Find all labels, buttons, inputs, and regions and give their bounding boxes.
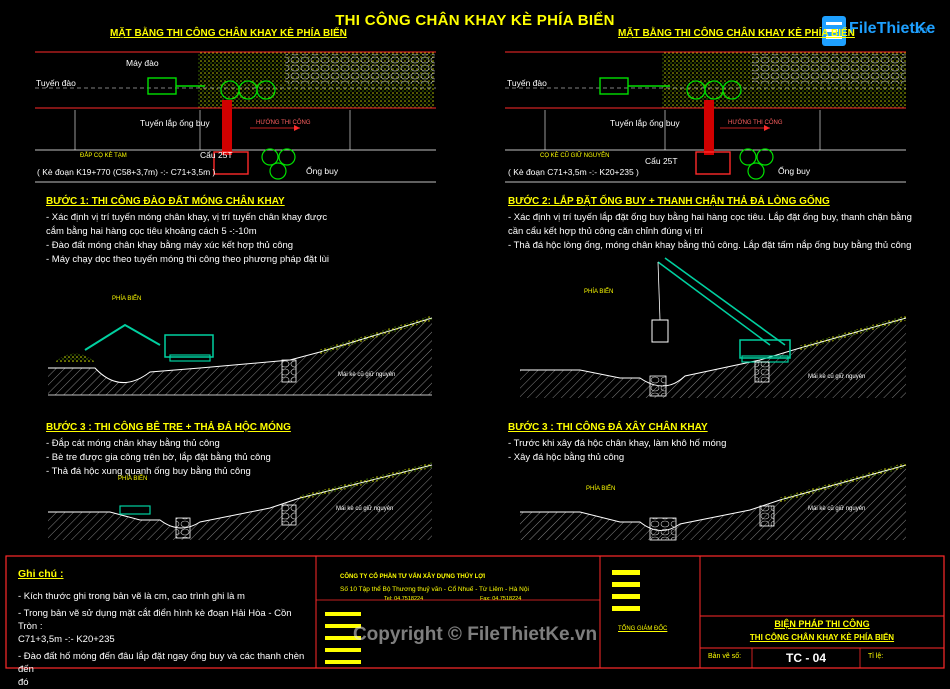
note-line: - Kích thước ghi trong bản vẽ là cm, cao… <box>18 591 245 602</box>
section-step1 <box>48 315 433 396</box>
plan-left-tuyen-lap: Tuyến lắp ống buy <box>140 118 210 128</box>
plan-right-cau: Cẩu 25T <box>645 156 678 166</box>
step1-line: - Đào đất móng chân khay bằng máy xúc kế… <box>46 240 294 251</box>
step3b-line: - Trước khi xây đá hộc chân khay, làm kh… <box>508 438 727 449</box>
logo-suffix: .vn <box>914 25 928 36</box>
step2-line: - Thả đá hộc lòng ống, móng chân khay bằ… <box>508 240 912 251</box>
plan-right-doan: ( Kè đoạn C71+3,5m -:- K20+235 ) <box>508 167 639 177</box>
company-fax: Fax: 04.7518224 <box>480 596 522 602</box>
plan-right-title: MẶT BẰNG THI CÔNG CHÂN KHAY KÈ PHÍA BIỂN <box>618 28 855 39</box>
note-line: đó <box>18 677 29 688</box>
section-step3b <box>520 462 907 541</box>
step2-line: - Xác định vị trí tuyến lắp đặt ống buy … <box>508 212 912 223</box>
step2-text: - Xác định vị trí tuyến lắp đặt ống buy … <box>508 211 912 253</box>
project-name: BIỆN PHÁP THI CÔNG <box>774 619 870 629</box>
plan-left-ong: Ống buy <box>306 166 339 176</box>
plan-right-dap: CỌ KÈ CŨ GIỮ NGUYÊN <box>540 153 610 159</box>
step3b-title: BƯỚC 3 : THI CÔNG ĐÁ XÂY CHÂN KHAY <box>508 422 708 433</box>
plan-left-doan: ( Kè đoạn K19+770 (C58+3,7m) -:- C71+3,5… <box>37 167 216 177</box>
step2-phia: PHÍA BIỂN <box>584 289 614 295</box>
step3a-line: - Thả đá hộc xung quanh ống buy bằng thủ… <box>46 466 251 477</box>
step3a-line: - Đắp cát móng chân khay bằng thủ công <box>46 438 220 449</box>
step1-mai: Mái kè cũ giữ nguyên <box>338 372 396 378</box>
title-block-frame <box>5 555 945 669</box>
step1-line: - Máy chạy dọc theo tuyến móng thi công … <box>46 254 329 265</box>
step1-phia: PHÍA BIỂN <box>112 296 142 302</box>
plan-right-tuyen-lap: Tuyến lắp ống buy <box>610 118 680 128</box>
logo-icon <box>822 16 846 46</box>
plan-left <box>35 51 436 183</box>
logo-brand: FileThietKe <box>849 20 936 37</box>
step3a-line: - Bè tre được gia công trên bờ, lắp đặt … <box>46 452 271 463</box>
director-label: TỔNG GIÁM ĐỐC <box>618 626 668 632</box>
plan-right-ong: Ống buy <box>778 166 811 176</box>
company-address: Số 10 Tập thể Bộ Thương thuỷ văn - Cổ Nh… <box>340 586 529 593</box>
plan-right <box>505 51 906 183</box>
step3b-phia: PHÍA BIỂN <box>586 486 616 492</box>
step3a-text: - Đắp cát móng chân khay bằng thủ công -… <box>46 437 271 479</box>
section-step2 <box>520 257 907 398</box>
step1-text: - Xác định vị trí tuyến móng chân khay, … <box>46 211 329 267</box>
watermark: Copyright © FileThietKe.vn <box>352 624 598 645</box>
step3b-text: - Trước khi xây đá hộc chân khay, làm kh… <box>508 437 726 465</box>
note-line: C71+3,5m -:- K20+235 <box>18 634 115 645</box>
plan-left-cau: Cẩu 25T <box>200 150 233 160</box>
plan-right-tuyen-dao: Tuyến đào <box>507 78 547 88</box>
notes-title: Ghi chú : <box>18 568 64 580</box>
step2-line: cần cẩu kết hợp thủ công căn chỉnh đúng … <box>508 226 703 237</box>
plan-left-title: MẶT BẰNG THI CÔNG CHÂN KHAY KÈ PHÍA BIỂN <box>110 28 347 39</box>
plan-left-huong: HƯỚNG THI CÔNG <box>256 120 311 126</box>
logo: FileThietKe .vn <box>822 14 936 48</box>
step3b-line: - Xây đá hộc bằng thủ công <box>508 452 625 463</box>
step3a-phia: PHÍA BIỂN <box>118 476 148 482</box>
scale-label: Tỉ lệ: <box>868 653 884 660</box>
step3b-mai: Mái kè cũ giữ nguyên <box>808 506 866 512</box>
company-tel: Tel: 04.7518224 <box>384 596 424 602</box>
step1-line: - Xác định vị trí tuyến móng chân khay, … <box>46 212 328 223</box>
step1-line: cắm bằng hai hàng cọc tiêu khoảng cách 5… <box>46 226 257 237</box>
step3a-title: BƯỚC 3 : THI CÔNG BÊ TRE + THẢ ĐÁ HỘC MÓ… <box>46 422 291 433</box>
drawing-subject: THI CÔNG CHÂN KHAY KÈ PHÍA BIỂN <box>749 633 895 642</box>
company-line: CÔNG TY CỔ PHẦN TƯ VẤN XÂY DỰNG THỦY LỢI <box>340 574 486 580</box>
plan-left-may-dao: Máy đào <box>126 58 159 68</box>
sheet-number: TC - 04 <box>785 651 826 665</box>
step2-mai: Mái kè cũ giữ nguyên <box>808 374 866 380</box>
plan-left-tuyen-dao: Tuyến đào <box>36 78 76 88</box>
note-line: - Đào đất hố móng đến đâu lắp đặt ngay ố… <box>18 651 305 675</box>
main-title: THI CÔNG CHÂN KHAY KÈ PHÍA BIỂN <box>335 12 615 29</box>
step3a-mai: Mái kè cũ giữ nguyên <box>336 506 394 512</box>
section-step3a <box>48 462 433 540</box>
plan-right-huong: HƯỚNG THI CÔNG <box>728 120 783 126</box>
plan-left-dap: ĐẮP CỌ KÈ TẠM <box>80 153 127 159</box>
step1-title: BƯỚC 1: THI CÔNG ĐÀO ĐẤT MÓNG CHÂN KHAY <box>46 196 285 207</box>
step2-title: BƯỚC 2: LẮP ĐẶT ỐNG BUY + THANH CHẬN THẢ… <box>508 196 830 207</box>
note-line: - Trong bản vẽ sử dụng mặt cắt điển hình… <box>18 608 292 632</box>
sheet-label: Bản vẽ số: <box>708 653 742 660</box>
drawing-canvas <box>5 51 945 669</box>
